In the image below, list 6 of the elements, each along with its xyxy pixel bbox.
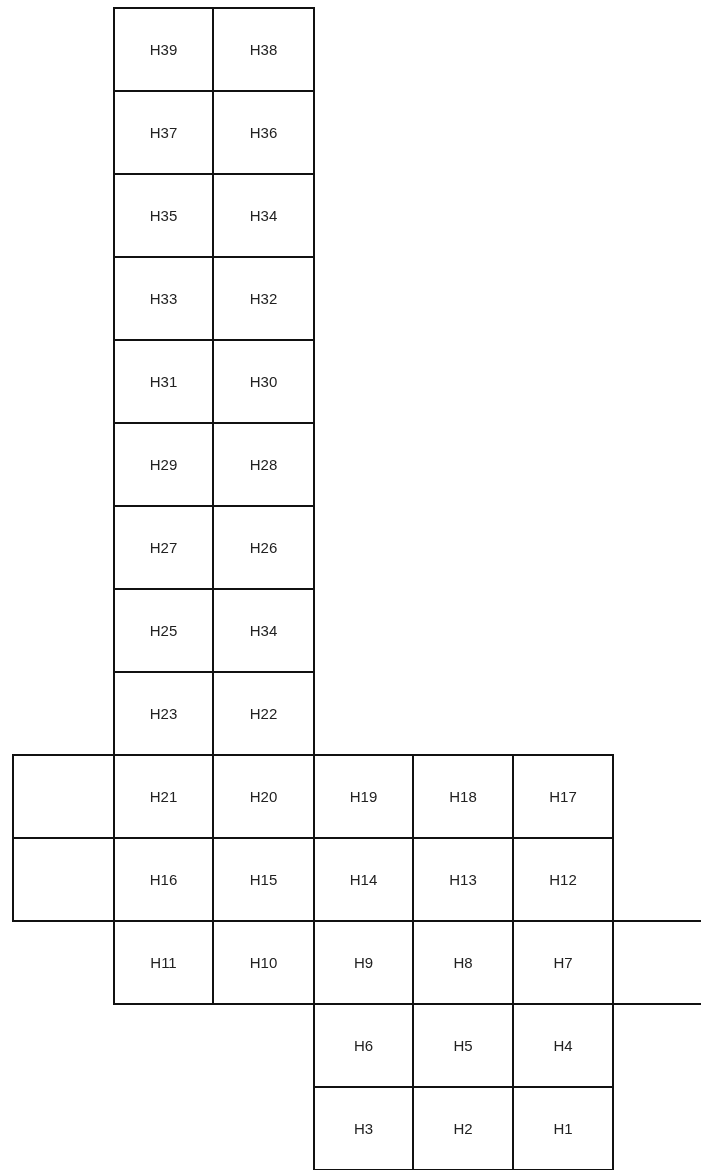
grid-cell: H11 (113, 920, 214, 1005)
grid-cell: H17 (512, 754, 614, 839)
grid-cell: H38 (212, 7, 315, 92)
grid-cell: H39 (113, 7, 214, 92)
grid-cell: H3 (313, 1086, 414, 1170)
grid-cell: H1 (512, 1086, 614, 1170)
